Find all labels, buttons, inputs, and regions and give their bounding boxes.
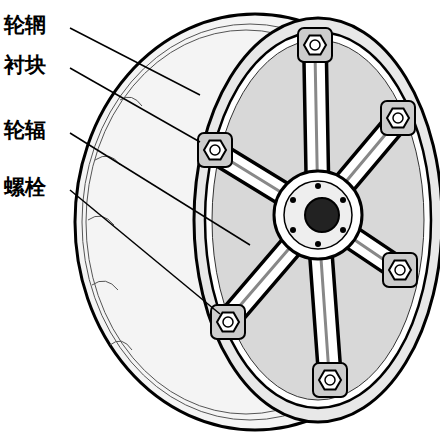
- hub: [274, 171, 362, 259]
- part-label: 轮辐: [2, 119, 48, 142]
- leader-lines: [70, 28, 250, 314]
- part-label: 螺栓: [2, 176, 48, 199]
- tire-outline: [75, 14, 435, 430]
- rim-inner: [205, 32, 431, 408]
- bolts: [198, 28, 417, 397]
- part-label: 衬块: [2, 54, 48, 77]
- hub-holes: [290, 183, 346, 247]
- axle-hole: [305, 198, 339, 232]
- part-label: 轮辋: [2, 14, 48, 37]
- hub-flange: [284, 181, 352, 249]
- rim-outer: [194, 18, 440, 422]
- rim-shadow: [212, 40, 424, 400]
